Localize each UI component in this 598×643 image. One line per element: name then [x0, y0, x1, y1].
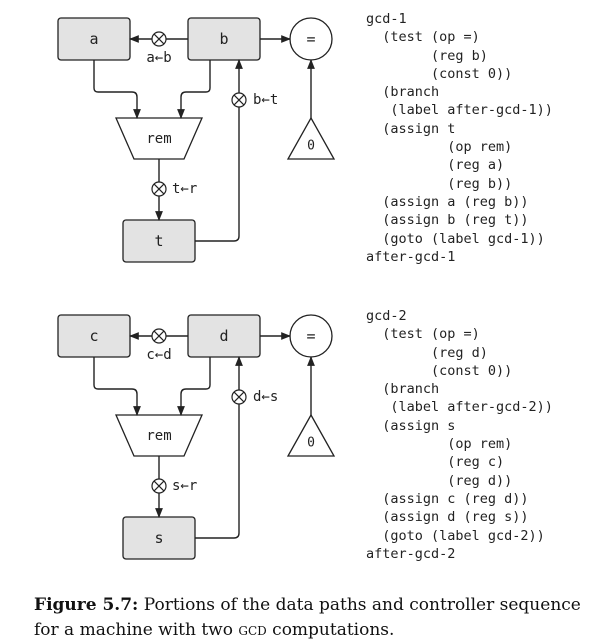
code-line: (assign b (reg t)) [366, 212, 529, 229]
test-operation-label: = [306, 327, 315, 345]
code-line: (op rem) [366, 139, 513, 156]
code-line: (reg c) [366, 454, 505, 471]
code-line: after-gcd-1 [366, 248, 456, 265]
assign-d-path [195, 356, 243, 539]
code-line: (assign a (reg b)) [366, 193, 529, 210]
code-line: (reg b) [366, 47, 488, 64]
register-label: a [89, 30, 98, 48]
register-label: c [89, 327, 98, 345]
assign-button-a [151, 31, 167, 47]
code-line: (branch [366, 381, 440, 398]
code-line: (assign t [366, 120, 456, 137]
code-line: (reg a) [366, 157, 505, 174]
assign-button-d [231, 389, 247, 405]
code-line: (reg d) [366, 344, 488, 361]
code-line: (const 0)) [366, 65, 513, 82]
controller-sequence-gcd-1: gcd-1 (test (op =) (reg b) (const 0)) (b… [366, 10, 553, 266]
code-line: (test (op =) [366, 29, 480, 46]
code-line: (assign d (reg s)) [366, 509, 529, 526]
code-line: gcd-1 [366, 11, 407, 27]
constant-label: 0 [307, 139, 315, 154]
rem-input-c [93, 357, 141, 416]
assign-button-t [151, 181, 167, 197]
caption-text: Portions of the data paths and controlle… [34, 595, 581, 640]
caption-smallcaps: gcd [238, 620, 267, 640]
code-line: (reg d)) [366, 472, 513, 489]
register-label: b [219, 30, 228, 48]
figure-caption: Figure 5.7: Portions of the data paths a… [34, 593, 594, 643]
rem-operation [115, 414, 203, 457]
code-line: (const 0)) [366, 362, 513, 379]
code-line: (goto (label gcd-2)) [366, 527, 545, 544]
rem-operation-label: rem [146, 131, 171, 147]
assign-label: a←b [146, 50, 171, 66]
rem-input-a [93, 60, 141, 119]
constant-zero [286, 116, 336, 160]
controller-sequence-gcd-2: gcd-2 (test (op =) (reg d) (const 0)) (b… [366, 307, 553, 563]
assign-b-path [195, 59, 243, 242]
caption-text-end: computations. [266, 620, 395, 640]
code-line: (assign c (reg d)) [366, 490, 529, 507]
code-line: (label after-gcd-1)) [366, 102, 553, 119]
rem-operation-label: rem [146, 428, 171, 444]
register-label: t [154, 232, 163, 250]
data-path-diagram: a b t = rem 0 a←b t←r b←t c d s = rem 0 c←d s←r d←s [57, 17, 336, 560]
code-line: (goto (label gcd-1)) [366, 230, 545, 247]
assign-label: t←r [172, 181, 197, 197]
code-line: (label after-gcd-2)) [366, 399, 553, 416]
constant-zero [286, 413, 336, 457]
code-line: (assign s [366, 417, 456, 434]
code-line: gcd-2 [366, 308, 407, 324]
test-operation-label: = [306, 30, 315, 48]
code-line: (reg b)) [366, 175, 513, 192]
assign-label: c←d [146, 347, 171, 363]
register-label: s [154, 529, 163, 547]
assign-button-s [151, 478, 167, 494]
code-line: (branch [366, 84, 440, 101]
rem-operation [115, 117, 203, 160]
assign-button-c [151, 328, 167, 344]
rem-input-d [177, 357, 211, 416]
rem-input-b [177, 60, 211, 119]
assign-label: d←s [253, 389, 278, 405]
assign-button-b [231, 92, 247, 108]
code-line: after-gcd-2 [366, 545, 456, 562]
figure-label: Figure 5.7: [34, 595, 139, 615]
assign-label: s←r [172, 478, 197, 494]
assign-label: b←t [253, 92, 278, 108]
constant-label: 0 [307, 436, 315, 451]
gcd-data-path-2: c d s = rem 0 c←d s←r d←s [57, 314, 336, 560]
code-line: (test (op =) [366, 326, 480, 343]
code-line: (op rem) [366, 436, 513, 453]
gcd-data-path-1: a b t = rem 0 a←b t←r b←t [57, 17, 336, 263]
register-label: d [219, 327, 228, 345]
